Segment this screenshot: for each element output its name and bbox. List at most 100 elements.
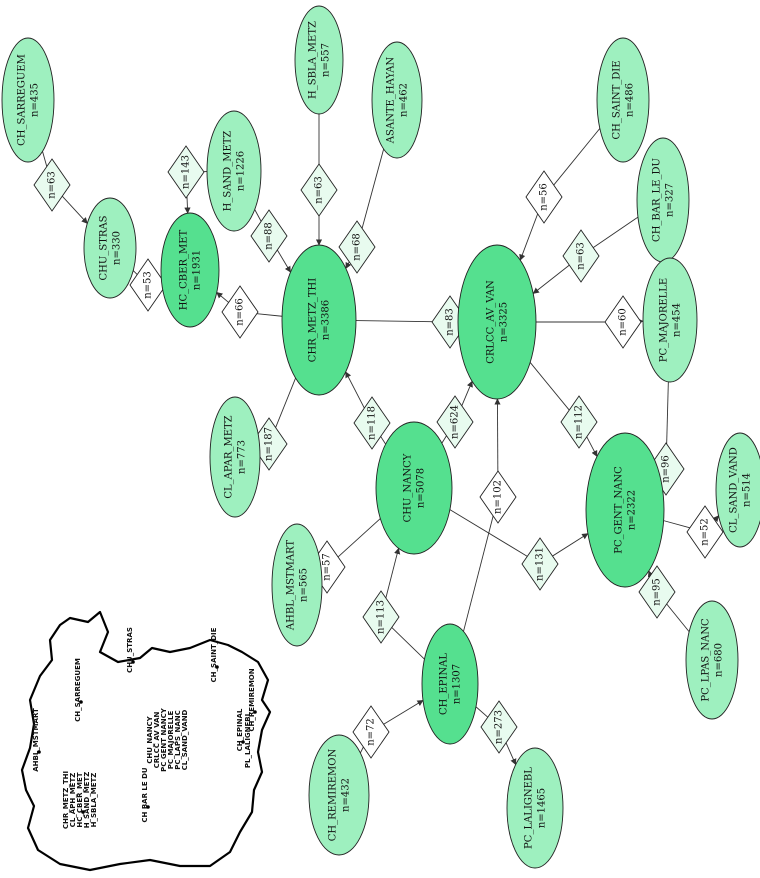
- hospital-name: PC_MAJORELLE: [659, 278, 670, 362]
- map-label: CH_SAINT_DIE: [210, 627, 218, 682]
- hospital-count: n=432: [341, 778, 352, 812]
- flow-count-label: n=83: [445, 308, 456, 336]
- flow-edge-in: [449, 509, 528, 557]
- map-label: CL_SAND_VAND: [181, 709, 189, 770]
- flow-count-label: n=131: [535, 547, 546, 581]
- hospital-ellipse: [457, 244, 537, 400]
- flow-edge-in: [355, 320, 433, 323]
- hospital-count: n=435: [30, 83, 41, 117]
- hospital-count: n=3386: [321, 300, 332, 340]
- flow-edge-out: [586, 436, 598, 457]
- hospital-ellipse: [271, 523, 323, 647]
- flow-diamond-shape: [604, 295, 642, 349]
- hospital-ellipse: [209, 396, 261, 518]
- flow-diamond: n=72: [352, 705, 390, 759]
- flow-edge-in: [132, 270, 138, 275]
- flow-diamond-shape: [525, 170, 563, 224]
- flow-edge-in: [256, 313, 283, 317]
- hospital-name: CRLCC_AV_VAN: [486, 280, 497, 364]
- flow-diamond: n=56: [525, 170, 563, 224]
- flow-diamond-shape: [479, 470, 517, 524]
- map-label: AHBL_MSTMART: [32, 708, 40, 772]
- hospital-name: CH_BAR_LE_DU: [652, 158, 663, 242]
- flow-edge-in: [42, 151, 48, 167]
- hospital-count: n=327: [665, 183, 676, 217]
- flow-count-label: n=72: [366, 718, 377, 746]
- flow-edge-in: [529, 362, 570, 411]
- hospital-name: PC_GENT_NANC: [614, 466, 625, 554]
- map-location: H_SBLA_METZ: [90, 773, 98, 828]
- flow-edge-in: [380, 436, 387, 445]
- map-label: PC_MAJORELLE: [167, 710, 175, 769]
- hospital-ellipse: [206, 110, 262, 232]
- hospital-count: n=773: [237, 440, 248, 474]
- hospital-name: PC_LPAS_NANC: [701, 618, 712, 702]
- flow-count-label: n=113: [376, 600, 387, 634]
- map-dot: [253, 710, 257, 714]
- map-label: CHU_STRAS: [126, 627, 134, 673]
- flow-diamond: n=66: [221, 285, 259, 339]
- map-dot: [131, 660, 135, 664]
- map-label: CH_REMIREMON: [248, 668, 256, 731]
- map-location: CH_SAINT_DIE: [210, 627, 219, 682]
- flow-count-label: n=60: [618, 308, 629, 336]
- flow-diamond: n=118: [353, 396, 391, 450]
- flow-diamond: n=53: [129, 258, 167, 312]
- hospital-count: n=514: [742, 473, 753, 507]
- map-location: CH BAR LE DU: [141, 767, 150, 823]
- flow-count-label: n=63: [576, 242, 587, 270]
- flow-edge-out: [552, 533, 589, 557]
- hospital-count: n=565: [299, 568, 310, 602]
- map-dot: [241, 740, 245, 744]
- flow-diamond: n=60: [604, 295, 642, 349]
- map-location: PL_LALIGNEBL: [244, 711, 252, 768]
- flow-diamond-shape: [353, 396, 391, 450]
- flow-diamond: n=63: [562, 229, 600, 283]
- hospital-ellipse: [308, 734, 370, 856]
- map-location: PC_LAPS_NANC: [174, 710, 182, 770]
- flow-count-label: n=95: [652, 578, 663, 606]
- hospital-name: H_SBLA_METZ: [308, 21, 319, 99]
- flow-diamond: n=95: [638, 565, 676, 619]
- flow-edge-in: [359, 746, 364, 754]
- map-location: CHR_METZ_THI: [62, 771, 70, 829]
- flow-edge-out: [712, 515, 719, 523]
- hospital-ellipse: [281, 244, 357, 396]
- hospital-ellipse: [371, 41, 423, 159]
- flow-diamond-shape: [436, 395, 474, 449]
- map-location: PC_MAJORELLE: [167, 710, 175, 769]
- hospital-count: n=486: [625, 83, 636, 117]
- flow-edge-in: [391, 627, 425, 660]
- flow-edge-out: [184, 196, 191, 214]
- hospital-count: n=454: [672, 303, 683, 337]
- hospital-name: CHU_NANCY: [403, 453, 414, 522]
- flow-diamond: n=113: [362, 590, 400, 644]
- hospital-ellipse: [715, 432, 760, 548]
- flow-count-label: n=52: [700, 518, 711, 546]
- hospital-name: CHR_METZ_THI: [308, 278, 319, 362]
- flow-diamond-shape: [560, 395, 598, 449]
- hospital-ellipse: [160, 212, 220, 328]
- flow-diamond-shape: [300, 163, 338, 217]
- map-location: H_SAND_METZ: [83, 772, 91, 829]
- flow-count-label: n=56: [539, 183, 550, 211]
- flow-edge-out: [519, 213, 539, 261]
- map-label: PC_LAPS_NANC: [174, 710, 182, 770]
- flow-edge-out: [216, 291, 229, 303]
- map-label: H_SBLA_METZ: [90, 773, 98, 828]
- flow-edge-out: [505, 742, 517, 766]
- flow-count-label: n=96: [661, 455, 672, 483]
- map-dot: [146, 805, 150, 809]
- flow-edge-out: [461, 380, 473, 406]
- map-dot: [81, 810, 85, 814]
- map-location: HC_CBER_MET: [76, 772, 85, 828]
- map-location: CHU_STRAS: [126, 627, 135, 673]
- map-location: CL_APH_METZ: [69, 773, 77, 828]
- flow-diamond: n=102: [479, 470, 517, 524]
